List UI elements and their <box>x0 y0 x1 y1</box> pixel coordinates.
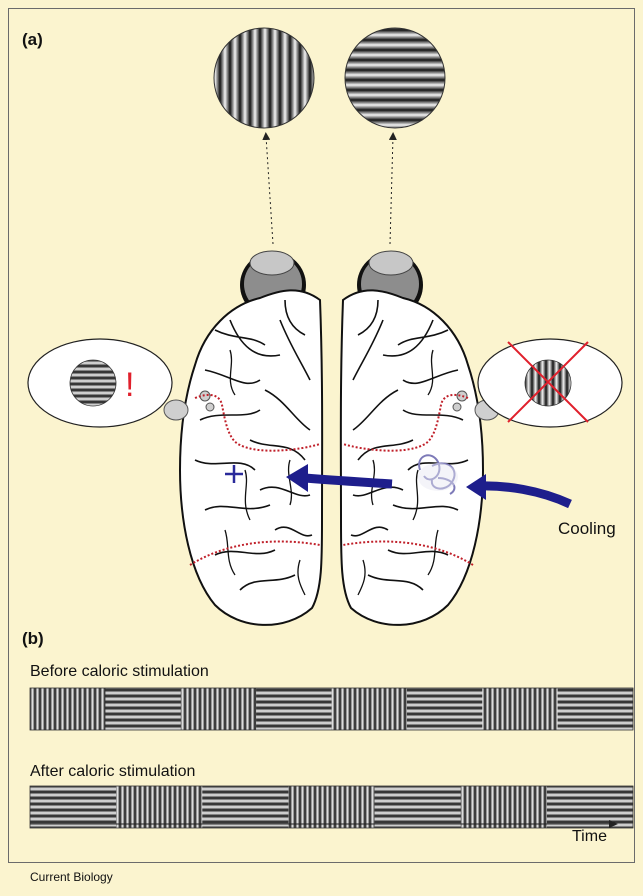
strip-segment-horizontal <box>407 688 483 730</box>
left-hemisphere <box>180 290 322 625</box>
strip-segment-vertical <box>332 688 408 730</box>
after-stimulation-strip <box>30 786 633 828</box>
right-hemisphere <box>341 290 483 625</box>
vertical-grating-top <box>214 28 314 128</box>
left-ear-nub-2 <box>206 403 214 411</box>
right-perception-bubble <box>478 339 622 427</box>
strip-segment-horizontal <box>105 688 181 730</box>
left-ear-icon <box>164 400 188 420</box>
before-stimulation-strip <box>30 688 633 730</box>
left-bubble-grating <box>70 360 116 406</box>
strip-segment-vertical <box>482 688 558 730</box>
exclamation-mark: ! <box>125 366 134 404</box>
strip-segment-vertical <box>30 688 106 730</box>
strip-segment-vertical <box>288 786 374 828</box>
strip-segment-horizontal <box>558 688 634 730</box>
strip-segment-horizontal <box>202 786 288 828</box>
left-eye-to-grating-arrow <box>266 136 273 244</box>
right-eye-to-grating-arrow <box>390 136 393 244</box>
strip-segment-horizontal <box>256 688 332 730</box>
strip-segment-vertical <box>461 786 547 828</box>
strip-segment-horizontal <box>547 786 633 828</box>
strip-segment-horizontal <box>375 786 461 828</box>
strip-segment-vertical <box>181 688 257 730</box>
left-perception-bubble: ! <box>28 339 172 427</box>
strip-segment-horizontal <box>30 786 116 828</box>
horizontal-grating-top <box>345 28 445 128</box>
strip-segment-vertical <box>116 786 202 828</box>
left-ear-nub <box>200 391 210 401</box>
right-ear-nub-2 <box>453 403 461 411</box>
